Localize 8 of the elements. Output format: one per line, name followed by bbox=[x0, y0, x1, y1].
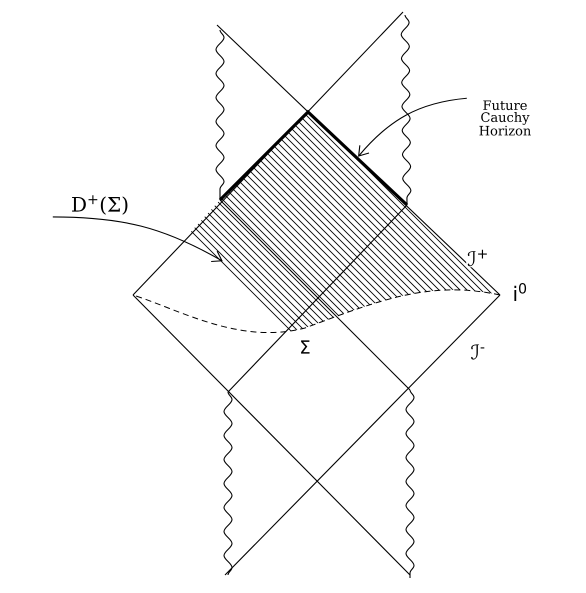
annotation-label: Future Cauchy Horizon bbox=[479, 100, 531, 136]
boundary-label: ℐ$^{-}$ bbox=[470, 343, 486, 361]
boundary-label: ℐ$^{+}$ bbox=[466, 248, 490, 268]
leader-arrow bbox=[358, 98, 467, 157]
leader-arrow bbox=[52, 216, 223, 262]
annotation-label: D$^{+}$(Σ) bbox=[72, 195, 128, 215]
boundary-label: i$^{0}$ bbox=[512, 282, 528, 302]
boundary-label: Σ bbox=[298, 339, 312, 355]
